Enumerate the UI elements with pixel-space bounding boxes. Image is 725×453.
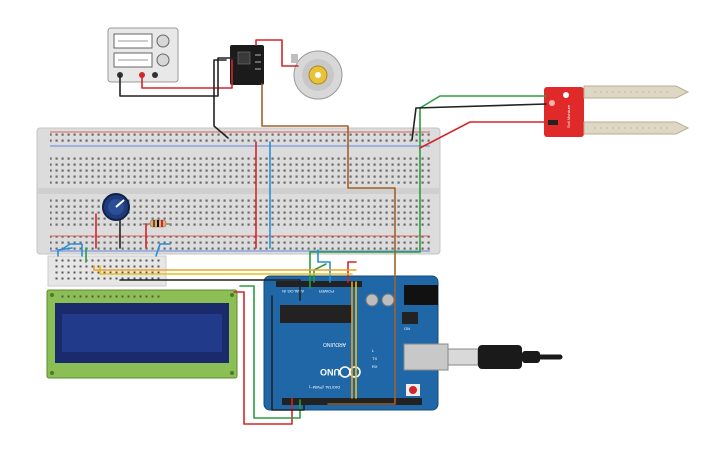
wire-gnd-blue [317,249,331,283]
wires [57,39,547,425]
breadboard-top-rail [50,131,430,145]
relay[interactable] [230,45,264,85]
arduino-analog-label: ANALOG IN [282,289,304,294]
lcd-display[interactable] [46,289,238,379]
wire-ps-black [119,57,237,97]
resistor[interactable] [143,219,171,228]
wire-lcd-black [119,279,301,301]
wire-bb-blue-left [63,243,83,257]
wire-res-blue [155,243,171,257]
arduino-tx-label: TX [372,356,377,361]
breadboard[interactable] [36,127,441,255]
arduino-l-label: L [372,348,375,353]
header-strip [47,255,167,287]
wire-relay-red [255,39,299,67]
breadboard-bottom-rail [50,236,430,250]
wire-lcd-orange [93,265,357,271]
arduino-power-label: POWER [319,289,334,294]
wire-sensor-black [411,103,547,141]
wire-lcd-black-bottom [271,295,305,411]
breadboard-top-terminal [50,154,430,186]
wire-bb-blue-left2 [57,247,73,257]
dc-motor[interactable] [291,50,343,100]
usb-cable[interactable] [447,345,563,369]
arduino-on-label: ON [404,326,410,331]
wire-lcd-yellow [99,265,353,275]
potentiometer[interactable] [102,193,130,221]
wire-lcd-green-bottom [239,285,301,419]
arduino-brand-label: ARDUINO [323,341,346,347]
wire-sensor-red [419,121,547,149]
wire-5v-red [347,261,357,283]
arduino-logo-icon [339,366,361,378]
wire-ps-red [141,59,233,89]
wire-brown-relay [261,83,396,405]
wire-relay-black-bb [213,59,229,139]
soil-moisture-sensor[interactable]: Soil Moisture [544,85,690,137]
power-supply[interactable] [107,27,179,83]
arduino-model-label: UNO [320,367,340,377]
arduino-digital-label: DIGITAL (PWM~) [308,385,340,390]
moisture-sensor-label: Soil Moisture [566,104,571,128]
wire-sensor-green [309,95,547,289]
wire-lcd-red-bottom [233,291,293,425]
arduino-rx-label: RX [372,364,378,369]
